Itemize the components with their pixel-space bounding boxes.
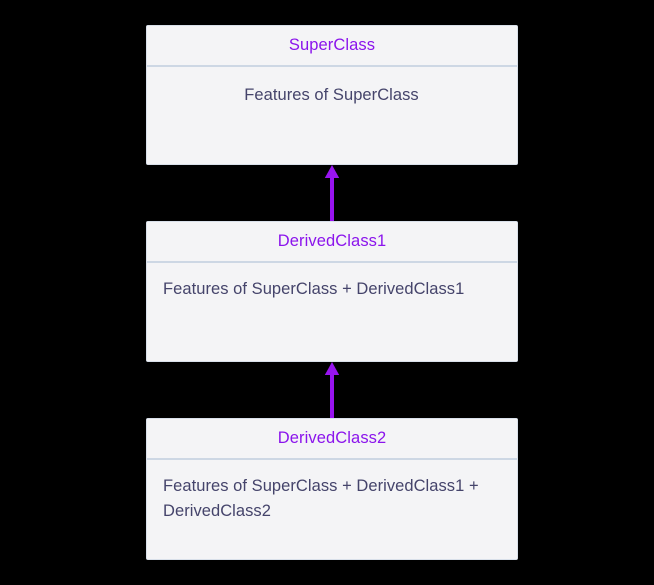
class-name-derivedclass2: DerivedClass2	[277, 429, 387, 448]
class-box-derivedclass2[interactable]: DerivedClass2 Features of SuperClass + D…	[146, 418, 518, 560]
class-features-derivedclass2: Features of SuperClass + DerivedClass1 +…	[163, 477, 484, 521]
class-name-derivedclass1: DerivedClass1	[277, 232, 387, 251]
inheritance-arrow-derivedclass1-to-superclass	[324, 165, 340, 223]
class-features-superclass: Features of SuperClass	[244, 86, 419, 104]
class-box-body-derivedclass1: Features of SuperClass + DerivedClass1	[147, 263, 517, 361]
class-box-body-superclass: Features of SuperClass	[147, 67, 517, 164]
class-box-header-superclass: SuperClass	[147, 26, 517, 67]
class-box-header-derivedclass1: DerivedClass1	[147, 222, 517, 263]
inheritance-arrow-derivedclass2-to-derivedclass1	[324, 362, 340, 420]
class-features-derivedclass1: Features of SuperClass + DerivedClass1	[163, 280, 465, 298]
class-box-body-derivedclass2: Features of SuperClass + DerivedClass1 +…	[147, 460, 517, 559]
class-box-derivedclass1[interactable]: DerivedClass1 Features of SuperClass + D…	[146, 221, 518, 362]
class-box-header-derivedclass2: DerivedClass2	[147, 419, 517, 460]
class-box-superclass[interactable]: SuperClass Features of SuperClass	[146, 25, 518, 165]
class-name-superclass: SuperClass	[288, 36, 376, 55]
